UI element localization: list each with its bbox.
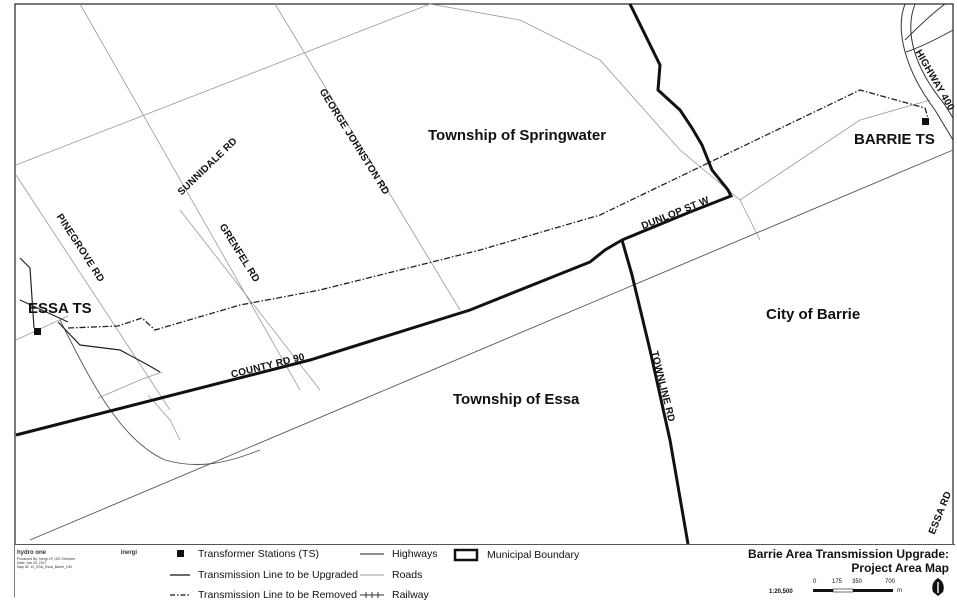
- scale-unit: m: [897, 588, 902, 594]
- legend-road-icon: [360, 574, 384, 576]
- legend-dashdot-line-icon: [170, 594, 190, 596]
- map-title-block: Barrie Area Transmission Upgrade: Projec…: [748, 547, 949, 575]
- road-east: [739, 99, 931, 201]
- road-grenfel: [179, 209, 321, 391]
- legend-label-line-upgraded: Transmission Line to be Upgraded: [198, 569, 359, 581]
- scale-bar: 1:20,500 0 175 350 700 m: [769, 579, 919, 599]
- road-sunnidale-diagonal: [15, 3, 431, 166]
- boundary-county-rd: [15, 238, 623, 437]
- legend-item-line-removed: Transmission Line to be Removed: [170, 589, 357, 601]
- scale-tick-700: 700: [885, 579, 896, 585]
- map-legend: hydro one inergi Produced By: Inergi LP,…: [15, 544, 955, 602]
- road-spur: [147, 394, 181, 441]
- legend-square-icon: [177, 550, 184, 557]
- legend-railway-icon: [360, 592, 384, 598]
- label-township-springwater: Township of Springwater: [428, 127, 607, 144]
- label-essa-ts: ESSA TS: [28, 300, 92, 317]
- scale-bar-graphic: [813, 588, 893, 593]
- credits-date: Date: Jan 20, 2017: [17, 561, 47, 565]
- scale-ratio: 1:20,500: [769, 589, 793, 595]
- legend-item-roads: Roads: [360, 569, 422, 581]
- legend-item-highways: Highways: [360, 548, 438, 560]
- label-barrie-ts: BARRIE TS: [854, 131, 935, 148]
- legend-label-roads: Roads: [392, 569, 423, 581]
- line-upgraded-west: [19, 257, 35, 329]
- legend-item-railway: Railway: [360, 589, 429, 601]
- highway-400-lane-a: [900, 3, 954, 141]
- legend-item-line-upgraded: Transmission Line to be Upgraded: [170, 569, 358, 581]
- line-upgraded-loop: [57, 321, 161, 373]
- credits-map-id: Map ID: 12_ESA_Essa_Barrie_GM: [17, 565, 72, 569]
- line-upgraded-layer: [19, 257, 161, 373]
- road-essa-link: [97, 371, 163, 399]
- hydro-one-logo: hydro one: [17, 550, 47, 556]
- north-arrow-icon: [932, 578, 944, 596]
- highway-400-ramp-b: [905, 29, 954, 53]
- legend-solid-line-icon: [170, 574, 190, 576]
- legend-item-transformer-stations: Transformer Stations (TS): [170, 548, 319, 560]
- inergi-logo: inergi: [120, 550, 137, 556]
- railway-main: [29, 149, 954, 541]
- map-title-line2: Project Area Map: [851, 561, 949, 575]
- label-city-barrie: City of Barrie: [766, 306, 861, 323]
- scale-tick-175: 175: [832, 579, 843, 585]
- road-george-johnston: [274, 3, 461, 311]
- legend-boundary-icon: [453, 548, 479, 562]
- line-upgraded-connector: [19, 299, 69, 323]
- label-township-essa: Township of Essa: [453, 391, 580, 408]
- legend-label-railway: Railway: [392, 589, 429, 601]
- legend-item-municipal-boundary: Municipal Boundary: [453, 548, 579, 562]
- boundary-north: [621, 3, 734, 242]
- line-removed-main: [67, 89, 929, 331]
- legend-label-municipal-boundary: Municipal Boundary: [487, 549, 580, 561]
- credits-block: hydro one inergi Produced By: Inergi LP,…: [17, 549, 137, 601]
- roads-layer: [15, 3, 931, 441]
- map-border: [14, 3, 954, 598]
- road-sunnidale: [79, 3, 301, 391]
- road-essa-west: [15, 315, 69, 341]
- road-north: [429, 3, 761, 241]
- credits-produced-by: Produced By: Inergi LP, GIS Services: [17, 557, 75, 561]
- railway-curve: [59, 319, 261, 465]
- boundary-townline: [620, 239, 690, 545]
- line-removed-layer: [67, 89, 929, 331]
- map-title-line1: Barrie Area Transmission Upgrade:: [748, 547, 949, 561]
- highway-400: [900, 3, 954, 141]
- legend-highway-icon: [360, 553, 384, 555]
- road-pinegrove: [15, 174, 171, 411]
- municipal-boundary-layer: [15, 3, 734, 545]
- highway-400-lane-b: [910, 3, 954, 119]
- railway-layer: [29, 149, 954, 541]
- scale-tick-0: 0: [813, 579, 817, 585]
- legend-label-highways: Highways: [392, 548, 438, 560]
- highway-400-ramp-a: [904, 3, 946, 41]
- barrie-ts-marker: [922, 118, 929, 125]
- legend-label-transformer-stations: Transformer Stations (TS): [198, 548, 319, 560]
- essa-ts-marker: [34, 328, 41, 335]
- scale-tick-350: 350: [852, 579, 863, 585]
- legend-label-line-removed: Transmission Line to be Removed: [198, 589, 357, 601]
